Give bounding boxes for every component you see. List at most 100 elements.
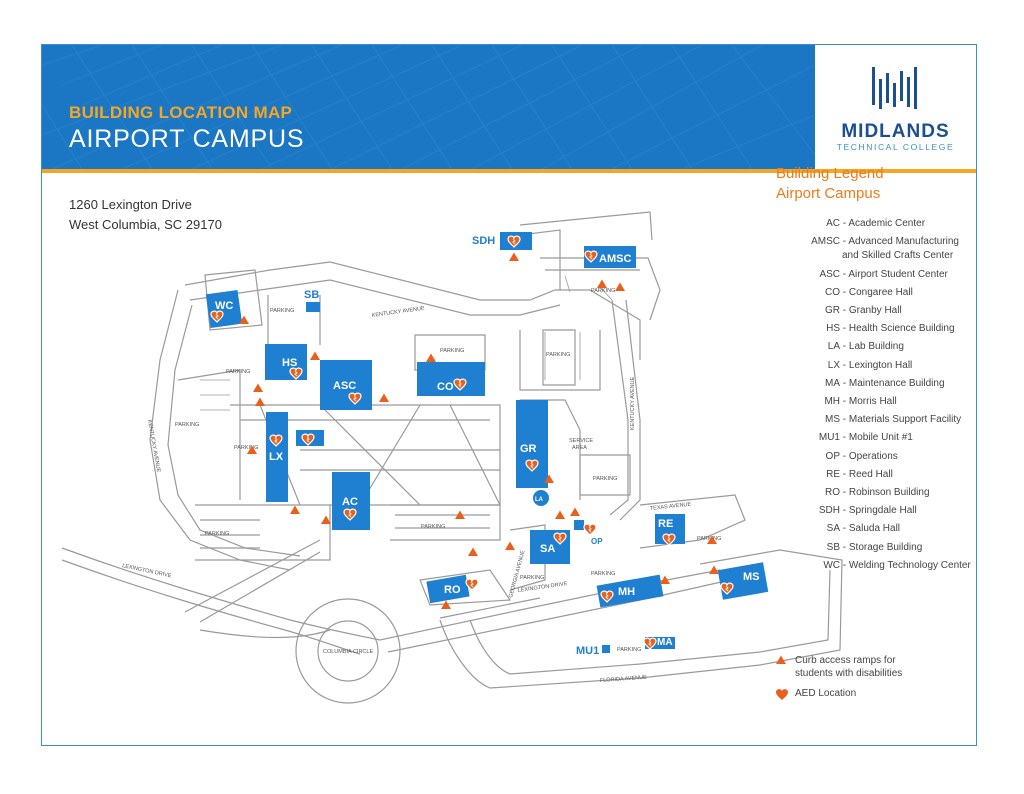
legend-item-code: ASC [819,268,840,280]
legend-item-code: MH [824,396,840,407]
legend-item-code: AMSC [811,236,840,248]
legend-item-separator: - [840,305,849,316]
legend-title: Building Legend Airport Campus [776,164,884,204]
road-label-columbia-circle: COLUMBIA CIRCLE [323,649,373,655]
legend-ramp-line-2: students with disabilities [795,668,903,679]
legend-item-separator: - [840,450,849,462]
parking-label: PARKING [440,348,464,354]
svg-text:SDH: SDH [472,235,495,247]
legend-item-code: SDH [818,505,840,517]
svg-text:GR: GR [520,443,537,455]
legend-item-wc: WC - Welding Technology Center [752,560,972,571]
parking-labels: PARKING PARKING PARKING PARKING PARKING … [175,288,721,653]
legend-item-separator: - [840,487,849,498]
legend-item-name: Health Science Building [848,323,955,335]
legend-item-name: Maintenance Building [848,377,945,389]
legend-item-code: LA [827,341,840,353]
legend-item-code: RO [825,487,840,498]
legend-item-separator: - [840,414,849,426]
legend-item-code: MS [825,414,840,426]
parking-label: PARKING [546,352,570,358]
building-mu1[interactable] [602,645,610,653]
legend-item-separator: - [840,541,849,553]
college-logo: MIDLANDS TECHNICAL COLLEGE [815,45,976,169]
legend-item-separator: - [840,323,849,335]
legend-item-ac: AC - Academic Center [752,218,972,229]
building-op[interactable] [574,520,584,530]
parking-label: PARKING [226,369,250,375]
legend-aed-label: AED Location [795,688,857,699]
road-label-service-2: AREA [572,445,587,451]
legend-item-separator: - [840,286,849,298]
college-name: MIDLANDS [841,121,950,142]
legend-ramp-entry: Curb access ramps for students with disa… [775,654,902,679]
building-ro[interactable] [426,574,470,604]
legend-item-name: Materials Support Facility [848,414,962,426]
building-sb[interactable] [306,302,320,312]
legend-item-code: CO [825,286,840,298]
heart-aed-icon [776,689,788,700]
building-asc[interactable] [320,360,372,410]
building-co[interactable] [417,362,485,396]
legend-item-name: Springdale Hall [848,505,917,517]
parking-label: PARKING [617,647,641,653]
svg-text:ASC: ASC [333,380,356,392]
legend-item-name: Airport Student Center [848,268,948,280]
building-gr[interactable] [516,400,548,488]
header-banner: BUILDING LOCATION MAP AIRPORT CAMPUS [42,45,815,169]
legend-item-name: Morris Hall [848,396,897,407]
legend-title-line-2: Airport Campus [776,185,881,202]
legend-item-op: OP - Operations [752,451,972,462]
building-ac[interactable] [332,472,370,530]
legend-item-la: LA - Lab Building [752,341,972,352]
header-accent-bar [42,169,976,173]
parking-label: PARKING [593,476,617,482]
legend-item-ro: RO - Robinson Building [752,487,972,498]
college-logo-mark-icon [872,67,917,109]
legend-item-re: RE - Reed Hall [752,469,972,480]
svg-text:MH: MH [618,586,635,598]
parking-label: PARKING [205,531,229,537]
svg-text:RO: RO [444,584,461,596]
legend-item-name: Advanced Manufacturing [848,236,959,248]
building-amsc[interactable] [584,246,636,268]
legend-item-name: Academic Center [848,218,926,229]
legend-item-lx: LX - Lexington Hall [752,360,972,371]
svg-text:SB: SB [304,289,319,301]
legend-item-separator: - [840,523,849,535]
building-lx[interactable] [266,412,288,502]
legend-item-ma: MA - Maintenance Building [752,378,972,389]
svg-text:WC: WC [215,300,233,312]
legend-item-name: Congaree Hall [848,286,913,298]
parking-label: PARKING [234,445,258,451]
building-la[interactable] [533,490,549,506]
legend-item-code: SB [826,541,840,553]
header-pattern [42,45,815,169]
legend-item-name: Robinson Building [848,487,930,498]
road-label-kentucky: KENTUCKY AVENUE [371,306,425,319]
legend-item-separator: - [840,218,849,229]
legend-item-separator: - [840,505,849,517]
legend-item-code: GR [825,305,840,316]
road-network [61,211,843,704]
building-labels: WC HS ASC CO LX GR LA AC RE SA RO MH MS … [215,253,760,648]
legend-item-mh: MH - Morris Hall [752,396,972,407]
legend-item-code: SA [826,523,840,535]
parking-label: PARKING [697,536,721,542]
legend-item-separator: - [840,268,849,280]
legend-item-separator: - [840,377,849,389]
buildings [205,232,769,653]
legend-title-line-1: Building Legend [776,165,884,182]
legend-item-name-cont: and Skilled Crafts Center [842,250,954,262]
legend-item-code: WC [823,559,840,571]
building-mh[interactable] [596,574,664,608]
address-line-2: West Columbia, SC 29170 [69,217,222,232]
campus-address: 1260 Lexington Drive West Columbia, SC 2… [69,195,222,235]
legend-item-code: MA [825,377,840,389]
legend-item-name: Storage Building [848,541,923,553]
legend-item-separator: - [840,432,849,444]
legend-aed-entry: AED Location [775,687,856,704]
legend-item-hs: HS - Health Science Building [752,323,972,334]
legend-item-amsc: AMSC - Advanced Manufacturing [752,236,972,247]
legend-item-code: HS [826,323,840,335]
